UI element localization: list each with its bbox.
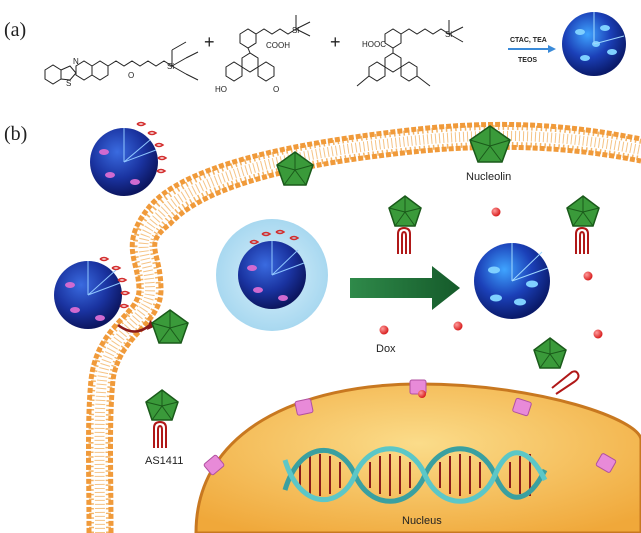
aptamer-label: AS1411: [145, 455, 183, 467]
plus-sign-1: +: [204, 32, 215, 52]
free-aptamer-3: [533, 337, 580, 395]
reaction-conditions-top: CTAC, TEA: [510, 37, 547, 44]
atom-n-1: N: [73, 57, 79, 66]
panel-label-b: (b): [4, 123, 27, 145]
molecule-1: [44, 41, 199, 85]
nucleolin-receptor-3: [151, 309, 189, 344]
nucleus-label: Nucleus: [402, 515, 442, 527]
atom-o-1: O: [128, 71, 134, 80]
reaction-arrow: [508, 45, 556, 53]
aptamer-nanoparticle-2: [54, 256, 131, 329]
dna-helix: [282, 446, 548, 504]
atom-cooh: COOH: [266, 41, 290, 50]
nuclear-pores: [203, 379, 617, 476]
aptamer-nanoparticle-1: [90, 121, 168, 196]
released-nanoparticle: [474, 243, 550, 319]
atom-ho: HO: [215, 85, 227, 94]
nucleolin-label: Nucleolin: [466, 171, 511, 183]
molecule-3: [356, 20, 464, 87]
atom-s: S: [66, 79, 71, 88]
atom-si-1: Si: [167, 62, 174, 71]
internalized-nanoparticle: [216, 219, 328, 331]
as1411-complex: [145, 389, 179, 448]
atom-si-2: Si: [292, 26, 299, 35]
panel-label-a: (a): [4, 19, 26, 41]
atom-si-3: Si: [445, 30, 452, 39]
product-nanoparticle: [562, 12, 626, 76]
atom-hooc: HOOC: [362, 40, 386, 49]
binding-arrow-head: [147, 320, 156, 330]
free-aptamer-2: [566, 195, 600, 254]
dox-label: Dox: [376, 343, 396, 355]
nucleolin-receptor-1: [276, 151, 314, 186]
molecule-2: [225, 15, 311, 82]
free-aptamer-1: [388, 195, 422, 254]
plus-sign-2: +: [330, 32, 341, 52]
atom-o-2: O: [273, 85, 279, 94]
release-arrow: [350, 266, 460, 310]
binding-arrow: [117, 323, 151, 333]
reaction-conditions-bottom: TEOS: [518, 57, 537, 64]
dox-in-pore: [418, 390, 426, 398]
nucleus: [194, 382, 641, 533]
nucleolin-receptor-2: [469, 125, 511, 163]
